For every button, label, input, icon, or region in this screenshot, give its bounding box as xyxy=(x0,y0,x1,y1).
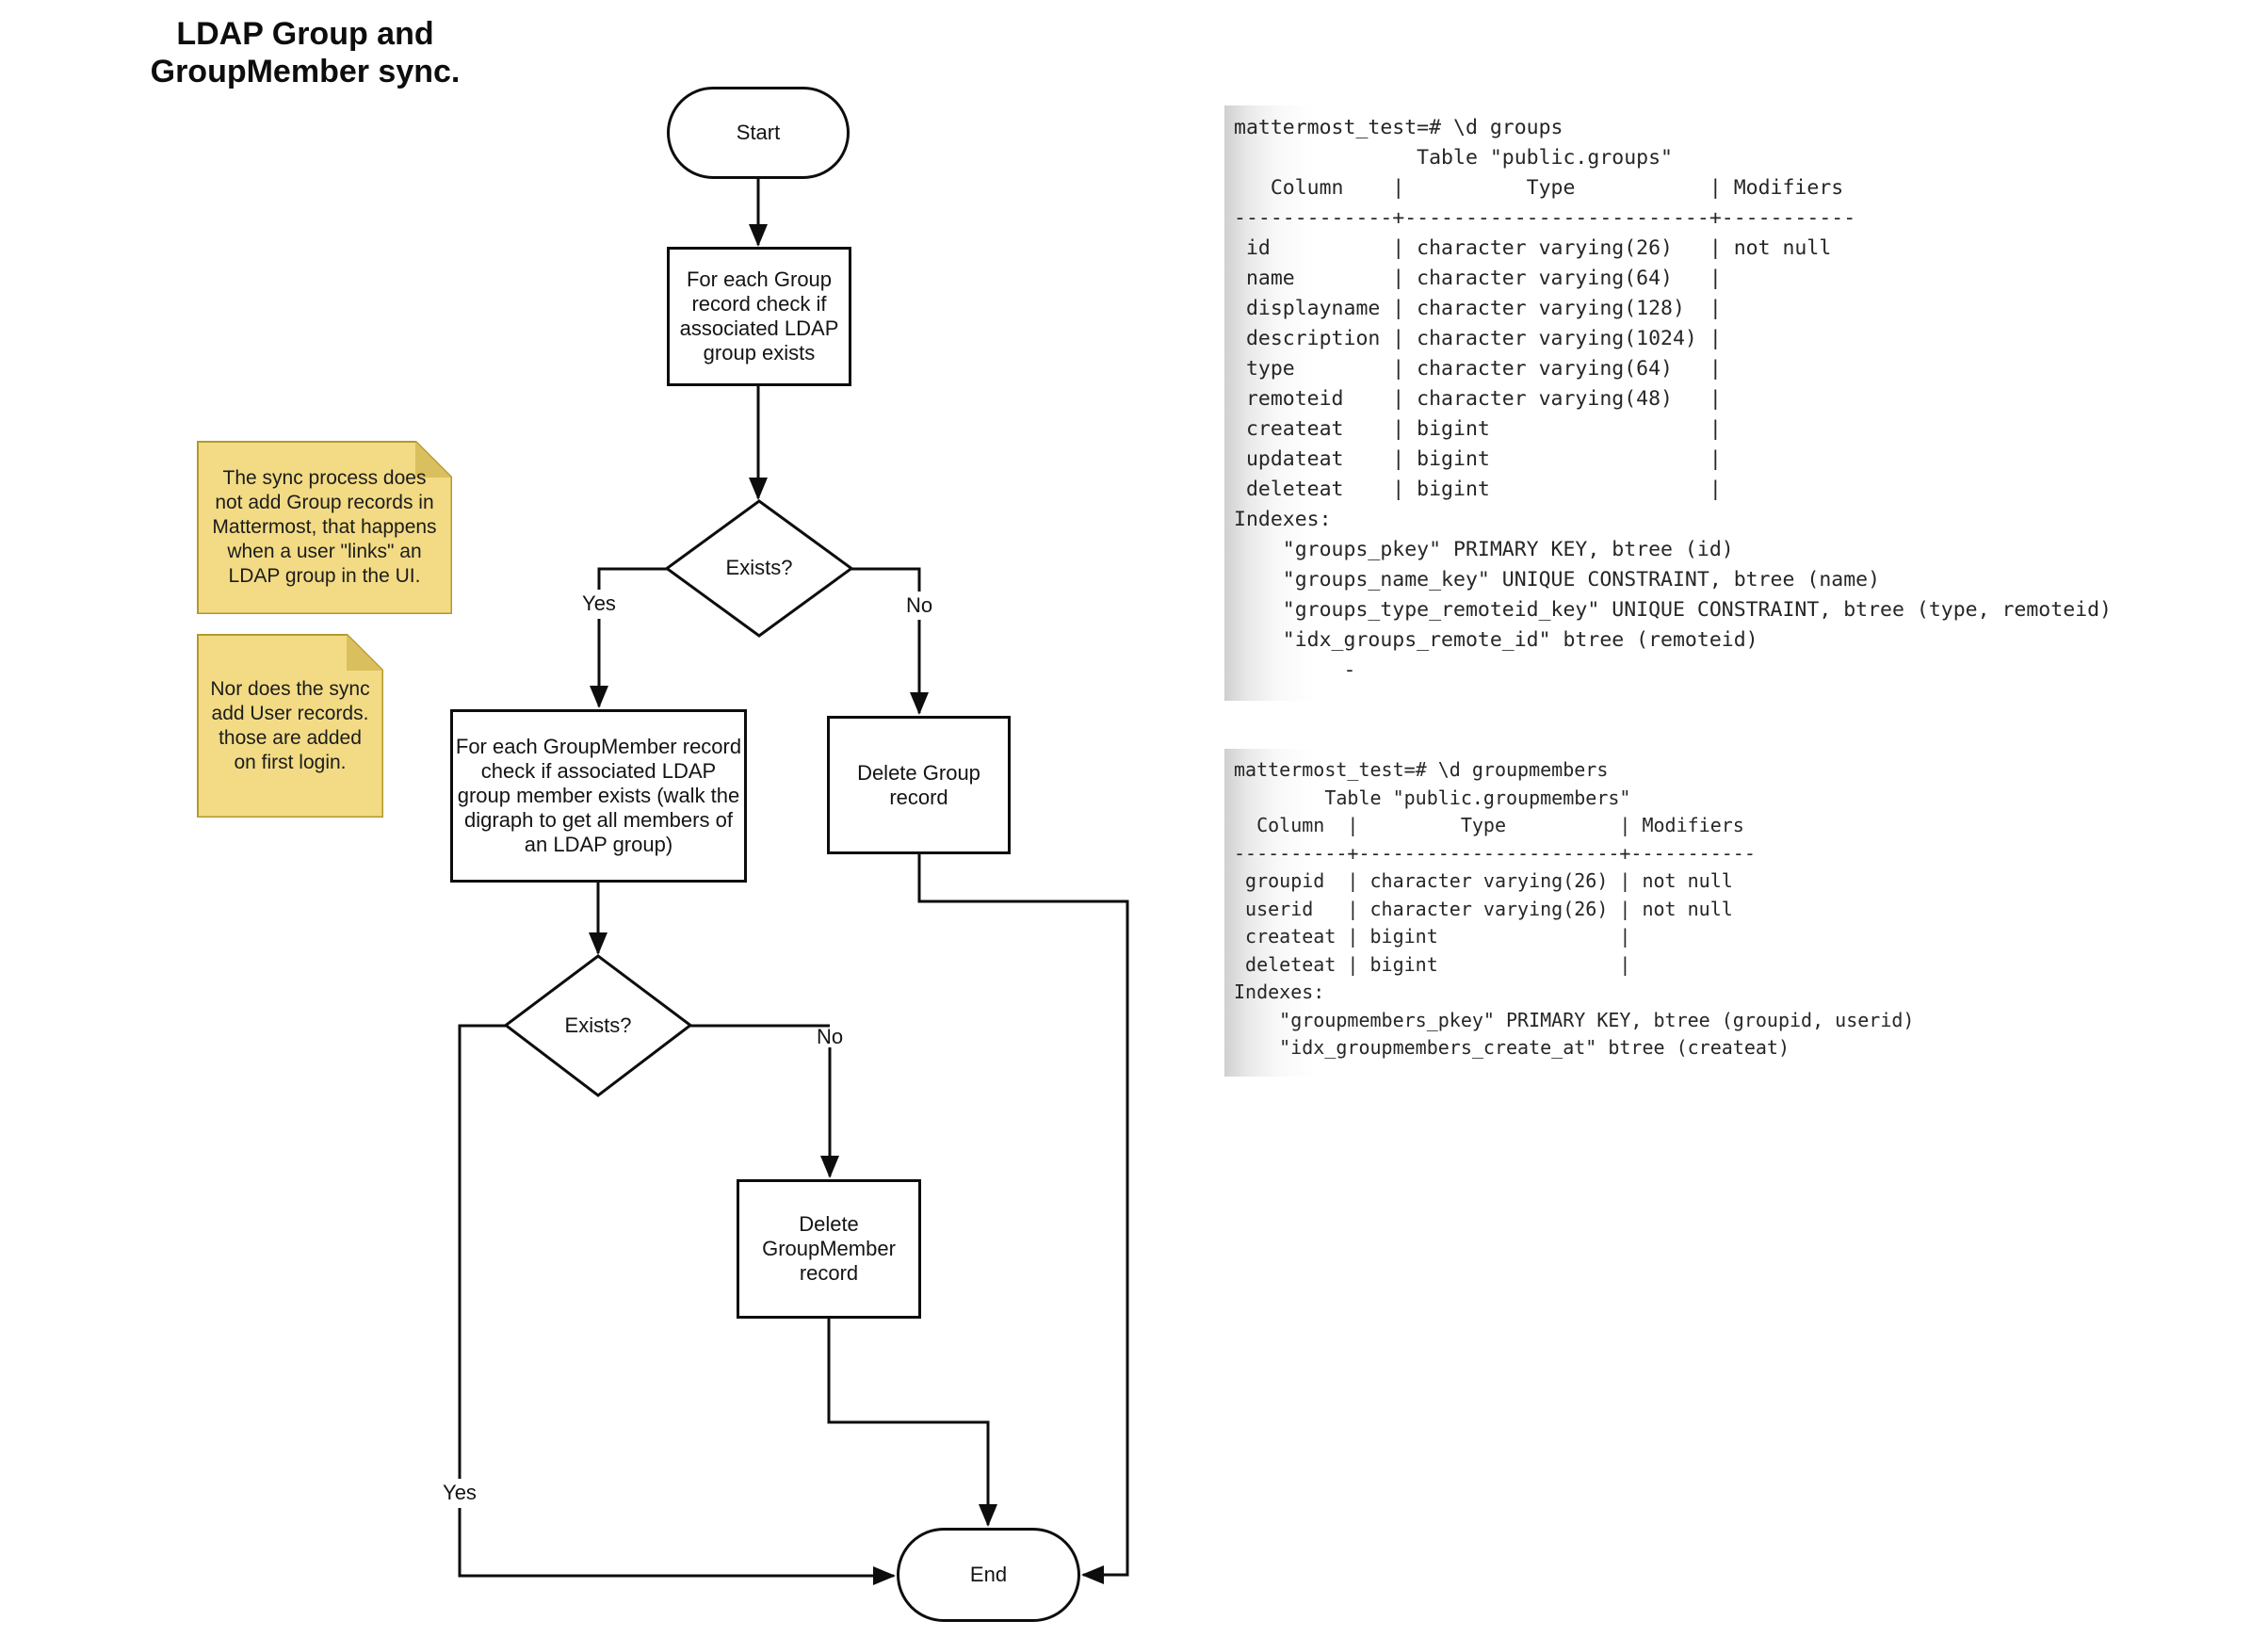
exists2-no-label: No xyxy=(816,1025,844,1048)
exists2-decision-label: Exists? xyxy=(564,1013,632,1037)
sticky-note-group-records: The sync process does not add Group reco… xyxy=(197,441,452,614)
exists1-no-label: No xyxy=(905,593,933,617)
sticky-note-background xyxy=(197,441,452,614)
start-node: Start xyxy=(667,87,850,179)
exists1-yes-label: Yes xyxy=(582,592,616,615)
connector-exists1-no-to-delete-group xyxy=(851,567,919,713)
end-node: End xyxy=(897,1528,1080,1622)
connector-delete-group-to-end xyxy=(917,854,1129,1584)
exists1-decision-label: Exists? xyxy=(725,556,793,579)
connector-exists2-yes-to-end xyxy=(458,1024,894,1576)
decision2-shape xyxy=(503,954,693,1097)
sticky-note-text: Nor does the sync add User records. thos… xyxy=(210,677,370,773)
decision1-shape xyxy=(664,499,854,638)
psql-groupmembers-table-output: mattermost_test=# \d groupmembers Table … xyxy=(1224,749,1983,1077)
sticky-note-text: The sync process does not add Group reco… xyxy=(212,467,437,587)
sticky-note-user-records: Nor does the sync add User records. thos… xyxy=(197,634,383,818)
connector-exists2-no-to-delete-groupmember xyxy=(690,1024,830,1176)
connector-delete-groupmember-to-end xyxy=(827,1319,997,1527)
diagram-title: LDAP Group and GroupMember sync. xyxy=(150,16,461,89)
connector-exists1-yes-to-check-groupmember xyxy=(599,567,667,706)
psql-groups-table-output: mattermost_test=# \d groups Table "publi… xyxy=(1224,105,2246,701)
exists2-yes-label: Yes xyxy=(443,1481,477,1504)
delete-group-step: Delete Group record xyxy=(827,716,1011,854)
delete-groupmember-step: Delete GroupMember record xyxy=(737,1179,921,1319)
check-groupmember-step: For each GroupMember record check if ass… xyxy=(450,709,747,883)
check-group-step: For each Group record check if associate… xyxy=(667,247,851,386)
